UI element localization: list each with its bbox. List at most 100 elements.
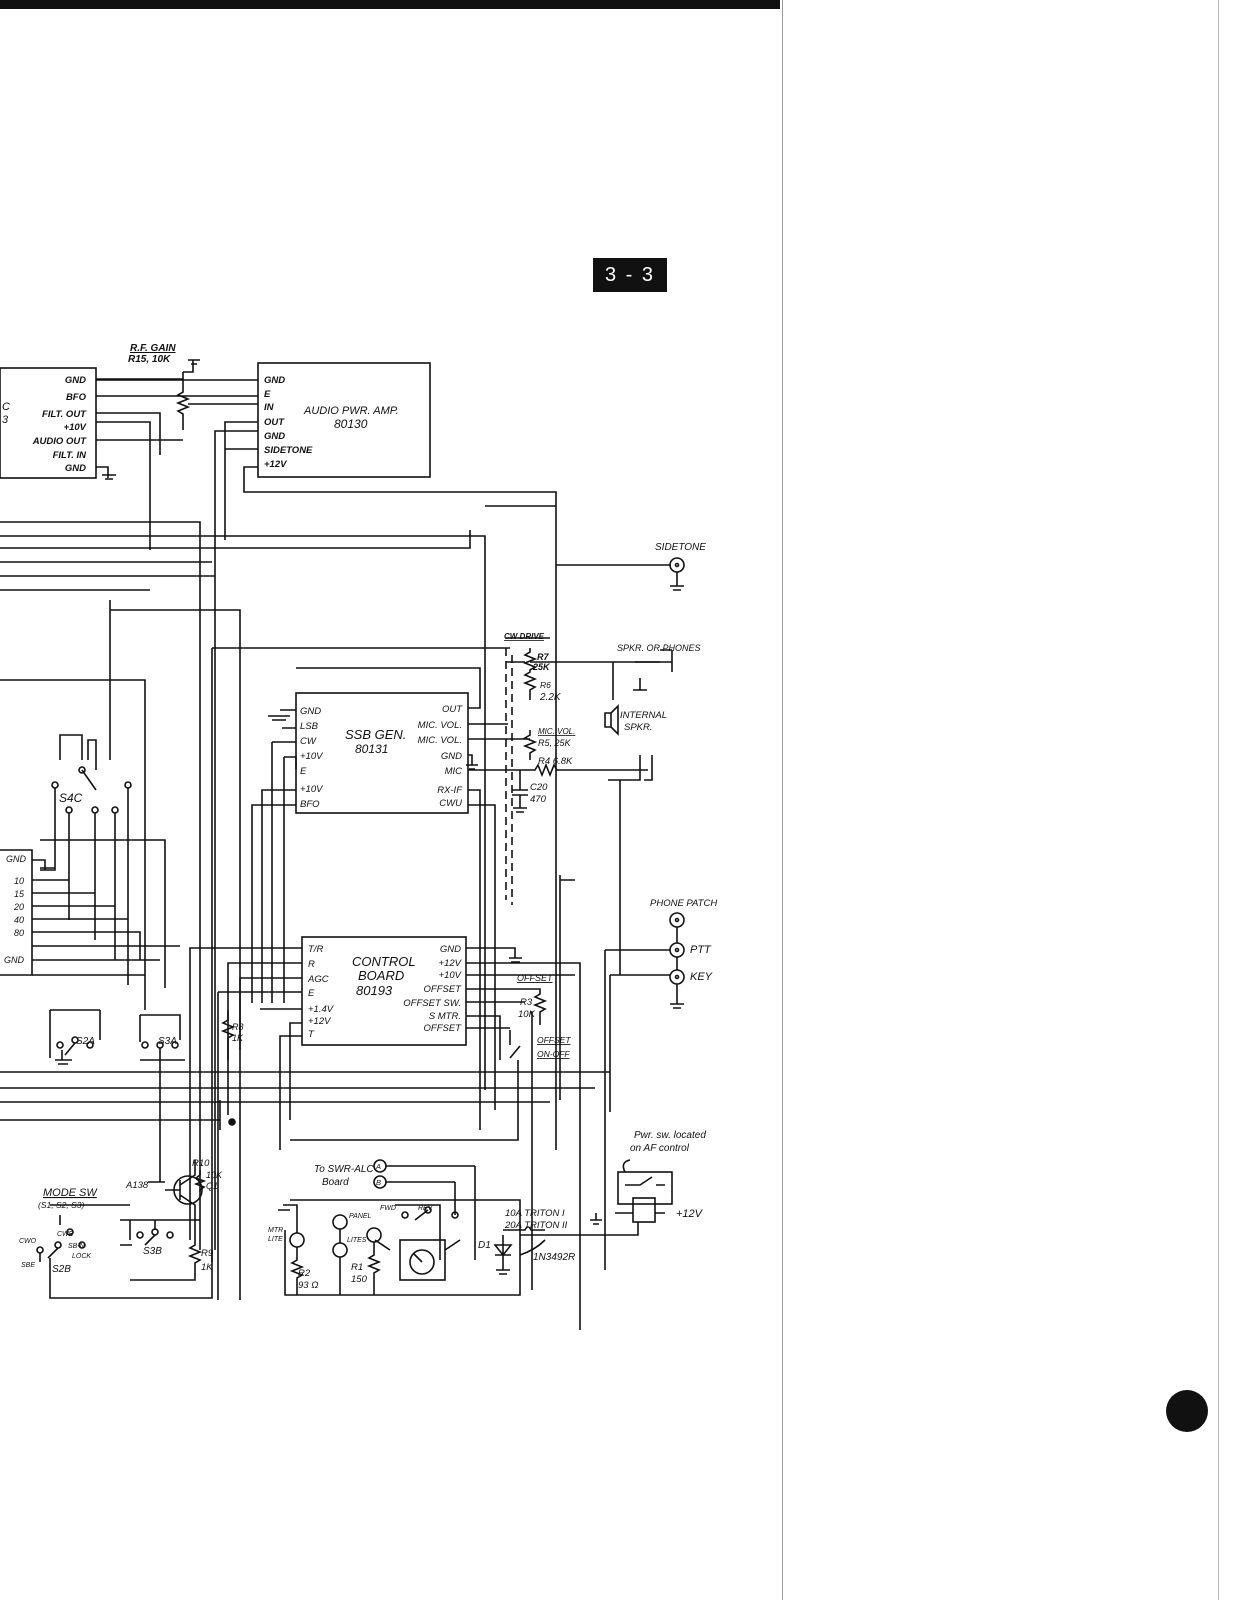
audio-amp-pin-3: OUT	[264, 417, 285, 428]
control-board-right-pin-0: GND	[440, 944, 461, 955]
left-board-pin-1: BFO	[66, 392, 87, 403]
r8-label-1: 1K	[232, 1033, 244, 1043]
diode-label: 1N3492R	[533, 1252, 575, 1263]
r3-label-1: 10K	[518, 1009, 536, 1020]
audio-amp-number: 80130	[334, 417, 368, 431]
page-top-edge	[0, 0, 780, 9]
control-board-right-pin-3: OFFSET	[424, 984, 463, 995]
rev-label: REV	[418, 1205, 434, 1212]
s2b-cwe: CWE	[57, 1231, 74, 1238]
r6-label-0: R6	[540, 680, 551, 690]
page-number-badge: 3 - 3	[593, 258, 667, 292]
r8-label-0: R8	[232, 1022, 244, 1032]
binder-hole	[1166, 1390, 1208, 1432]
spkr-phones-label: SPKR. OR PHONES	[617, 643, 701, 653]
swr-alc-label-0: To SWR-ALC	[314, 1164, 374, 1175]
offset-label: OFFSET	[517, 973, 554, 983]
ssb-gen-left-pin-1: LSB	[300, 721, 319, 732]
audio-amp-pin-6: +12V	[264, 459, 287, 470]
band-board-pin-2: 15	[14, 889, 25, 899]
phone-patch-ptt: PTT	[690, 944, 712, 956]
r9-label-1: 1K	[201, 1262, 213, 1273]
c20-label-1: 470	[530, 794, 547, 805]
audio-amp-pin-4: GND	[264, 431, 285, 442]
panel-lites-1: LITES	[347, 1237, 367, 1244]
page-fold-line	[782, 0, 783, 1600]
mic-vol-label-0: MIC. VOL.	[538, 727, 575, 736]
phone-patch-key: KEY	[690, 971, 713, 983]
plus12v-label: +12V	[676, 1208, 704, 1220]
s2b-lock: LOCK	[72, 1253, 91, 1260]
left-board-tail-a: C	[2, 401, 10, 413]
audio-amp-pin-2: IN	[264, 402, 275, 413]
ssb-gen-left-pin-2: CW	[300, 736, 317, 747]
ssb-gen-left-pin-0: GND	[300, 706, 321, 717]
left-board-pin-0: GND	[65, 375, 86, 386]
ssb-gen-number: 80131	[355, 742, 388, 756]
fuse-label-0: 10A TRITON I	[505, 1208, 565, 1219]
mic-vol-label-1: R5, 25K	[538, 738, 572, 748]
mode-sw-title: MODE SW	[43, 1187, 98, 1199]
ssb-gen-right-pin-0: OUT	[442, 704, 463, 715]
ssb-gen-right-pin-5: RX-IF	[437, 785, 463, 796]
offset-onoff-0: OFFSET	[537, 1035, 571, 1045]
r2-label-0: R2	[298, 1268, 311, 1279]
control-board-right-pin-6: OFFSET	[424, 1023, 463, 1034]
control-board-left-pin-2: AGC	[307, 974, 329, 985]
fwd-label: FWD	[380, 1205, 396, 1212]
r10-label-1: 10K	[206, 1170, 223, 1180]
audio-amp-name: AUDIO PWR. AMP.	[303, 405, 399, 417]
internal-spkr-0: INTERNAL	[620, 710, 667, 721]
pwr-sw-label-0: Pwr. sw. located	[634, 1130, 706, 1141]
left-board-pin-2: FILT. OUT	[42, 409, 87, 420]
rf-gain-title: R.F. GAIN	[130, 343, 176, 354]
control-board-left-pin-0: T/R	[308, 944, 323, 955]
ssb-gen-left-pin-6: BFO	[300, 799, 320, 810]
offset-onoff-1: ON-OFF	[537, 1049, 570, 1059]
r4-label: R4 6.8K	[538, 756, 573, 767]
r3-label-0: R3	[520, 997, 533, 1008]
r7-label-0: R7	[537, 652, 549, 662]
control-board-right-pin-5: S MTR.	[429, 1011, 461, 1022]
s3b-label: S3B	[143, 1246, 162, 1257]
mtr-lite-0: MTR	[268, 1227, 283, 1234]
left-board-pin-3: +10V	[64, 422, 87, 433]
s2a-label: S2A	[76, 1036, 95, 1047]
r9-label-0: R9	[201, 1248, 214, 1259]
band-board-pin-6: GND	[4, 955, 25, 965]
d1-label: D1	[478, 1240, 491, 1251]
control-board-left-pin-6: T	[308, 1029, 315, 1040]
ssb-gen-left-pin-3: +10V	[300, 751, 324, 762]
control-board-right-pin-4: OFFSET SW.	[403, 998, 461, 1009]
pwr-sw-label-1: on AF control	[630, 1143, 690, 1154]
band-board-pin-5: 80	[14, 928, 24, 938]
sidetone-label: SIDETONE	[655, 542, 706, 553]
internal-spkr-1: SPKR.	[624, 722, 653, 733]
left-board-tail-b: 3	[2, 414, 9, 426]
r6-label-1: 2.2K	[539, 692, 562, 703]
control-board-left-pin-5: +12V	[308, 1016, 332, 1027]
page-edge-line	[1218, 0, 1219, 1600]
cw-drive-label: CW DRIVE	[504, 632, 545, 641]
terminal-a-label: A	[375, 1162, 381, 1171]
phone-patch-title: PHONE PATCH	[650, 898, 717, 909]
panel-lites-0: PANEL	[349, 1213, 372, 1220]
band-board-pin-3: 20	[13, 902, 24, 912]
audio-amp-pin-1: E	[264, 389, 271, 400]
s4c-label: S4C	[59, 791, 83, 805]
control-board-right-pin-1: +12V	[439, 958, 463, 969]
s2b-cwo: CWO	[19, 1238, 37, 1245]
control-board-left-pin-4: +1.4V	[308, 1004, 335, 1015]
s2b-sbn: SB-N	[68, 1243, 86, 1250]
ssb-gen-right-pin-3: GND	[441, 751, 462, 762]
control-board-name-b: BOARD	[358, 968, 404, 983]
r10-label-0: R10	[192, 1158, 210, 1169]
schematic-labels: R.F. GAIN R15, 10K C 3 GND BFO FILT. OUT…	[2, 343, 717, 1291]
ssb-gen-right-pin-6: CWU	[439, 798, 462, 809]
audio-amp-pin-0: GND	[264, 375, 285, 386]
c20-label-0: C20	[530, 782, 548, 793]
ssb-gen-right-pin-4: MIC	[445, 766, 463, 777]
r1-label-1: 150	[351, 1274, 368, 1285]
control-board-left-pin-3: E	[308, 988, 315, 999]
